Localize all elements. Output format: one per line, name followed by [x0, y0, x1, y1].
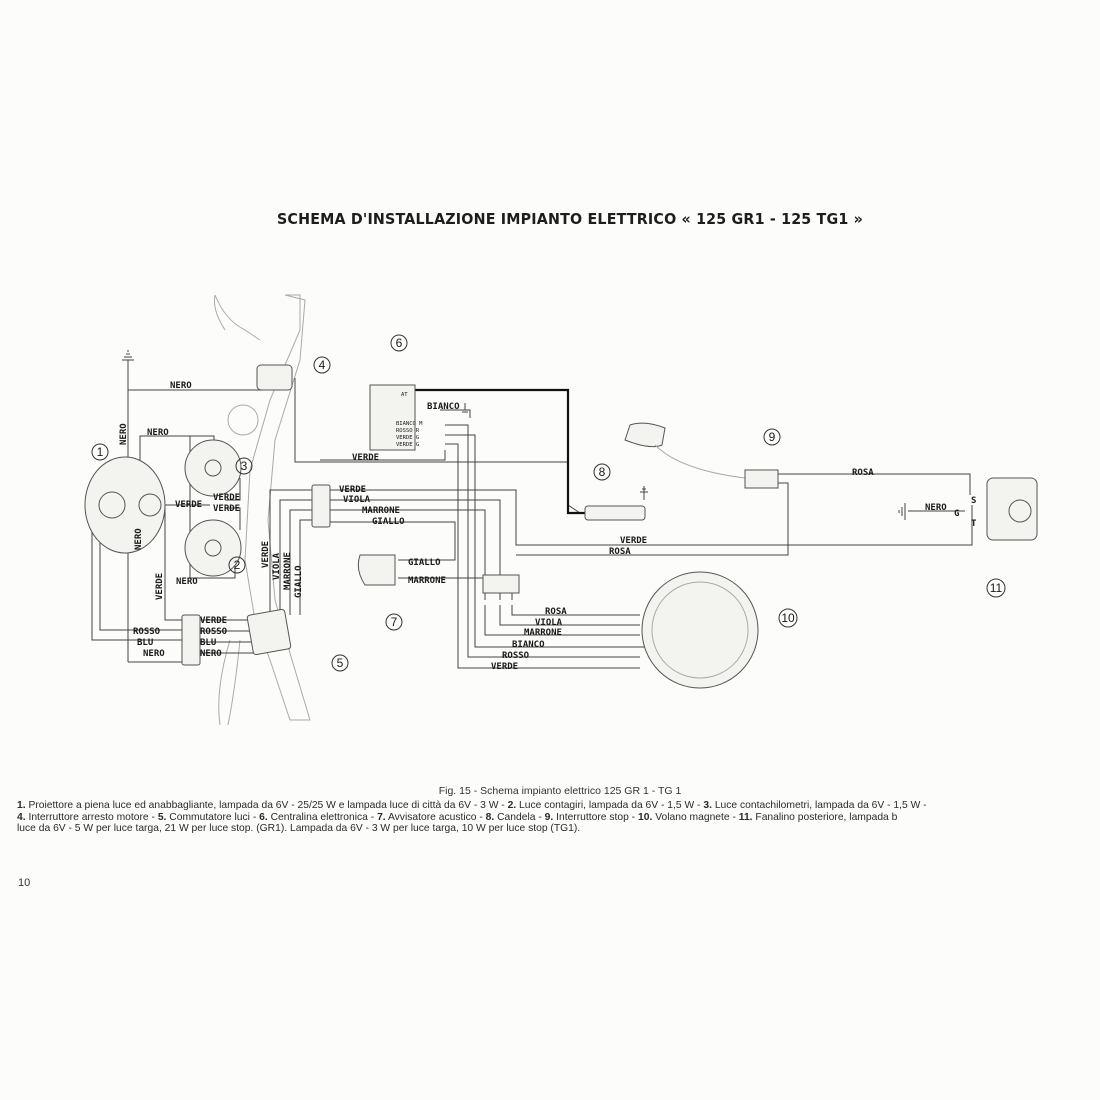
diagram-label: VIOLA	[343, 495, 371, 505]
callout-10: 10	[778, 608, 798, 628]
diagram-label: VERDE	[352, 453, 379, 463]
diagram-label: VERDE	[200, 616, 227, 626]
wire-labels: NERO NERO NERO NERO NERO VERDE VERDE VER…	[119, 381, 977, 672]
connector-block	[311, 484, 331, 528]
diagram-label: BIANCO	[512, 640, 545, 650]
junction	[482, 574, 520, 594]
page-number: 10	[18, 877, 31, 889]
diagram-label: VERDE	[339, 485, 366, 495]
diagram-label: VERDE G	[396, 442, 419, 448]
diagram-label: MARRONE	[408, 576, 446, 586]
flywheel-magneto	[641, 571, 759, 689]
components	[84, 384, 1038, 689]
diagram-label: NERO	[176, 577, 198, 587]
kick-lever	[624, 422, 666, 448]
callout-11: 11	[986, 578, 1006, 598]
diagram-label: VERDE	[213, 504, 240, 514]
diagram-label: AT	[401, 392, 408, 398]
diagram-label: G	[954, 509, 959, 519]
diagram-label: NERO	[200, 649, 222, 659]
diagram-label: GIALLO	[372, 517, 405, 527]
diagram-label: ROSSO	[133, 627, 161, 637]
diagram-label: 5	[337, 656, 344, 670]
diagram-label: BLU	[200, 638, 216, 648]
switch-connector	[181, 614, 201, 666]
legend-line-2: 4. Interruttore arresto motore - 5. Comm…	[17, 811, 898, 823]
diagram-label: BLU	[137, 638, 153, 648]
diagram-label: ROSA	[545, 607, 567, 617]
diagram-label: ROSSO	[502, 651, 530, 661]
diagram-label: 9	[769, 430, 776, 444]
diagram-label: 1	[97, 445, 104, 459]
callout-7: 7	[385, 613, 403, 631]
diagram-label: S	[971, 496, 976, 506]
horn	[357, 554, 396, 586]
callout-9: 9	[763, 428, 781, 446]
diagram-label: 2	[234, 558, 241, 572]
legend: 1. Proiettore a piena luce ed anabbaglia…	[17, 800, 1100, 835]
diagram-label: VERDE	[155, 573, 165, 600]
diagram-label: ROSA	[609, 547, 631, 557]
diagram-label: VERDE	[175, 500, 202, 510]
callout-8: 8	[593, 463, 611, 481]
diagram-label: VERDE	[491, 662, 518, 672]
callout-3: 3	[235, 457, 253, 475]
engine-stop-switch	[256, 364, 293, 391]
diagram-label: VERDE	[620, 536, 647, 546]
diagram-label: VERDE	[213, 493, 240, 503]
legend-line-3: luce da 6V - 5 W per luce targa, 21 W pe…	[17, 823, 581, 835]
diagram-label: GIALLO	[408, 558, 441, 568]
diagram-label: NERO	[925, 503, 947, 513]
callout-4: 4	[313, 356, 331, 374]
callouts: 1 2 3 4 5 6 7 8 9 10 11	[91, 334, 1006, 672]
handlebar-drawing	[214, 294, 746, 726]
diagram-label: GIALLO	[294, 565, 304, 598]
diagram-label: BIANCO M	[396, 421, 423, 427]
figure-caption: Fig. 15 - Schema impianto elettrico 125 …	[438, 785, 682, 797]
cdi-unit	[369, 384, 416, 451]
diagram-label: 11	[990, 581, 1003, 595]
diagram-label: BIANCO	[427, 402, 460, 412]
diagram-label: NERO	[134, 528, 144, 550]
diagram-label: MARRONE	[524, 628, 562, 638]
diagram-label: 6	[396, 336, 403, 350]
diagram-label: NERO	[170, 381, 192, 391]
diagram-label: VERDE	[261, 541, 271, 568]
diagram-label: T	[971, 519, 977, 529]
diagram-label: NERO	[119, 423, 129, 445]
diagram-label: 4	[319, 358, 326, 372]
callout-5: 5	[331, 654, 349, 672]
diagram-label: VERDE G	[396, 435, 419, 441]
light-switch	[246, 608, 292, 656]
diagram-label: 8	[599, 465, 606, 479]
stop-switch	[744, 469, 779, 489]
diagram-label: 7	[391, 615, 398, 629]
diagram-label: 3	[241, 459, 248, 473]
diagram-label: 10	[781, 611, 795, 625]
diagram-label: ROSSO R	[396, 428, 420, 434]
callout-6: 6	[390, 334, 408, 352]
cdi-terminal-labels: AT BIANCO M ROSSO R VERDE G VERDE G	[396, 392, 423, 448]
diagram-label: ROSSO	[200, 627, 228, 637]
diagram-label: ROSA	[852, 468, 874, 478]
legend-line-1: 1. Proiettore a piena luce ed anabbaglia…	[17, 800, 927, 811]
diagram-title: SCHEMA D'INSTALLAZIONE IMPIANTO ELETTRIC…	[276, 210, 864, 228]
spark-plug	[584, 505, 646, 521]
diagram-label: MARRONE	[362, 506, 400, 516]
callout-1: 1	[91, 443, 109, 461]
diagram-label: VIOLA	[272, 552, 282, 580]
diagram-label: MARRONE	[283, 552, 293, 590]
diagram-label: VIOLA	[535, 618, 563, 628]
diagram-label: NERO	[143, 649, 165, 659]
diagram-label: NERO	[147, 428, 169, 438]
callout-2: 2	[228, 556, 246, 574]
